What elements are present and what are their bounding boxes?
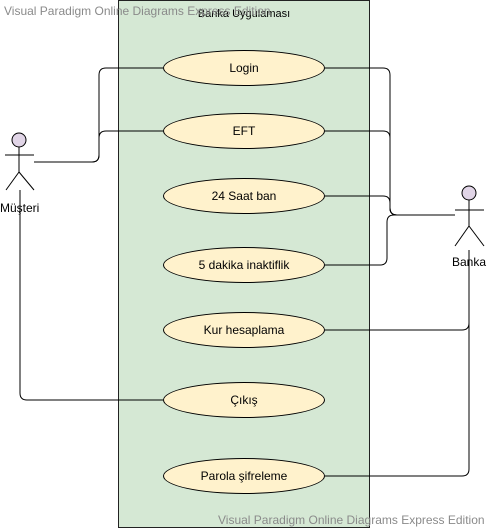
- system-title: Banka Uygulaması: [197, 8, 291, 20]
- usecase-logout[interactable]: Çıkış: [163, 382, 325, 418]
- connector-customer-logout: [19, 190, 163, 401]
- connector-inactivity-bank: [325, 214, 455, 266]
- usecase-fx-calc[interactable]: Kur hesaplama: [163, 312, 325, 348]
- usecase-inactivity[interactable]: 5 dakika inaktiflik: [163, 247, 325, 283]
- connector-customer-eft: [34, 130, 163, 163]
- connector-encrypt-bank: [325, 250, 470, 477]
- usecase-24-hour-ban[interactable]: 24 Saat ban: [163, 178, 325, 214]
- actor-customer-head: [11, 132, 27, 148]
- actor-bank-label[interactable]: Banka: [452, 255, 487, 269]
- watermark-bottom: Visual Paradigm Online Diagrams Express …: [218, 513, 485, 527]
- actor-bank-figure: [454, 185, 485, 247]
- connector-fx-bank: [325, 250, 470, 331]
- actor-customer-figure: [5, 132, 35, 191]
- usecase-login[interactable]: Login: [163, 50, 325, 86]
- actor-bank-head: [461, 185, 477, 201]
- actor-customer-label[interactable]: Müşteri: [0, 201, 40, 215]
- watermark-top: Visual Paradigm Online Diagrams Express …: [4, 4, 271, 18]
- usecase-password-encryption[interactable]: Parola şifreleme: [163, 458, 325, 494]
- usecase-eft[interactable]: EFT: [163, 113, 325, 149]
